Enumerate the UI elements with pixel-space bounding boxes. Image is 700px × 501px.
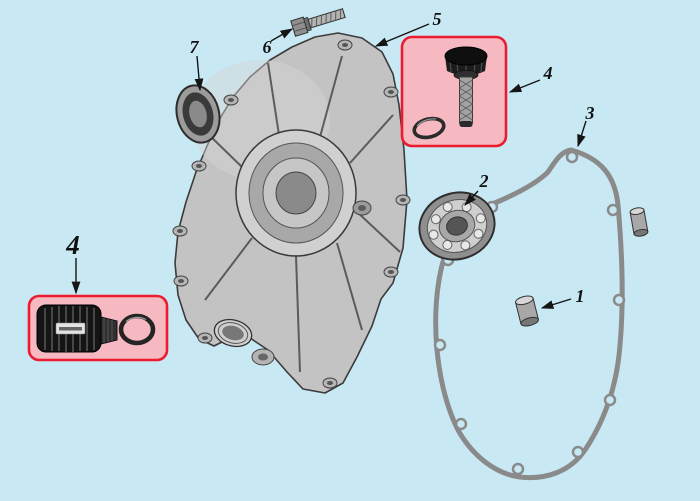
callout-7[interactable]: 7 <box>190 37 200 57</box>
callout-1[interactable]: 1 <box>576 286 585 306</box>
cover-oil-fill-boss <box>213 318 253 348</box>
leader-line-4-top <box>508 79 541 93</box>
cover-ribs <box>204 55 401 373</box>
callout-4-left[interactable]: 4 <box>65 230 80 260</box>
crankcase-cover-drawing <box>172 32 411 394</box>
gasket-drawing <box>433 147 626 481</box>
callout-2[interactable]: 2 <box>479 171 489 191</box>
ball-bearing-drawing <box>418 191 496 261</box>
cover-bolt-bosses <box>172 39 411 389</box>
callout-6[interactable]: 6 <box>263 37 272 57</box>
cover-bearing-bore <box>235 129 357 257</box>
callout-3[interactable]: 3 <box>585 103 595 123</box>
callout-5[interactable]: 5 <box>433 9 442 29</box>
flange-bolt-drawing <box>290 8 346 37</box>
cover-gear-stub <box>352 200 372 216</box>
dowel-pin-drawing <box>515 295 539 327</box>
oil-filler-cap-drawing-left <box>36 304 118 353</box>
leader-line-3 <box>577 120 587 148</box>
leader-line-6 <box>270 28 294 42</box>
leader-line-7 <box>194 55 204 92</box>
cover-small-boss <box>251 348 275 366</box>
o-ring-drawing-top <box>412 116 446 140</box>
o-ring-drawing-left <box>118 313 156 346</box>
leader-line-2 <box>464 190 479 206</box>
callout-4-top[interactable]: 4 <box>543 63 553 83</box>
leader-lines <box>71 23 587 309</box>
oil-seal-drawing <box>175 84 221 144</box>
leader-line-1 <box>540 298 572 309</box>
oil-filler-cap-drawing-top <box>444 46 488 127</box>
dowel-pin-drawing-upper <box>629 207 649 237</box>
leader-line-5 <box>374 23 430 47</box>
